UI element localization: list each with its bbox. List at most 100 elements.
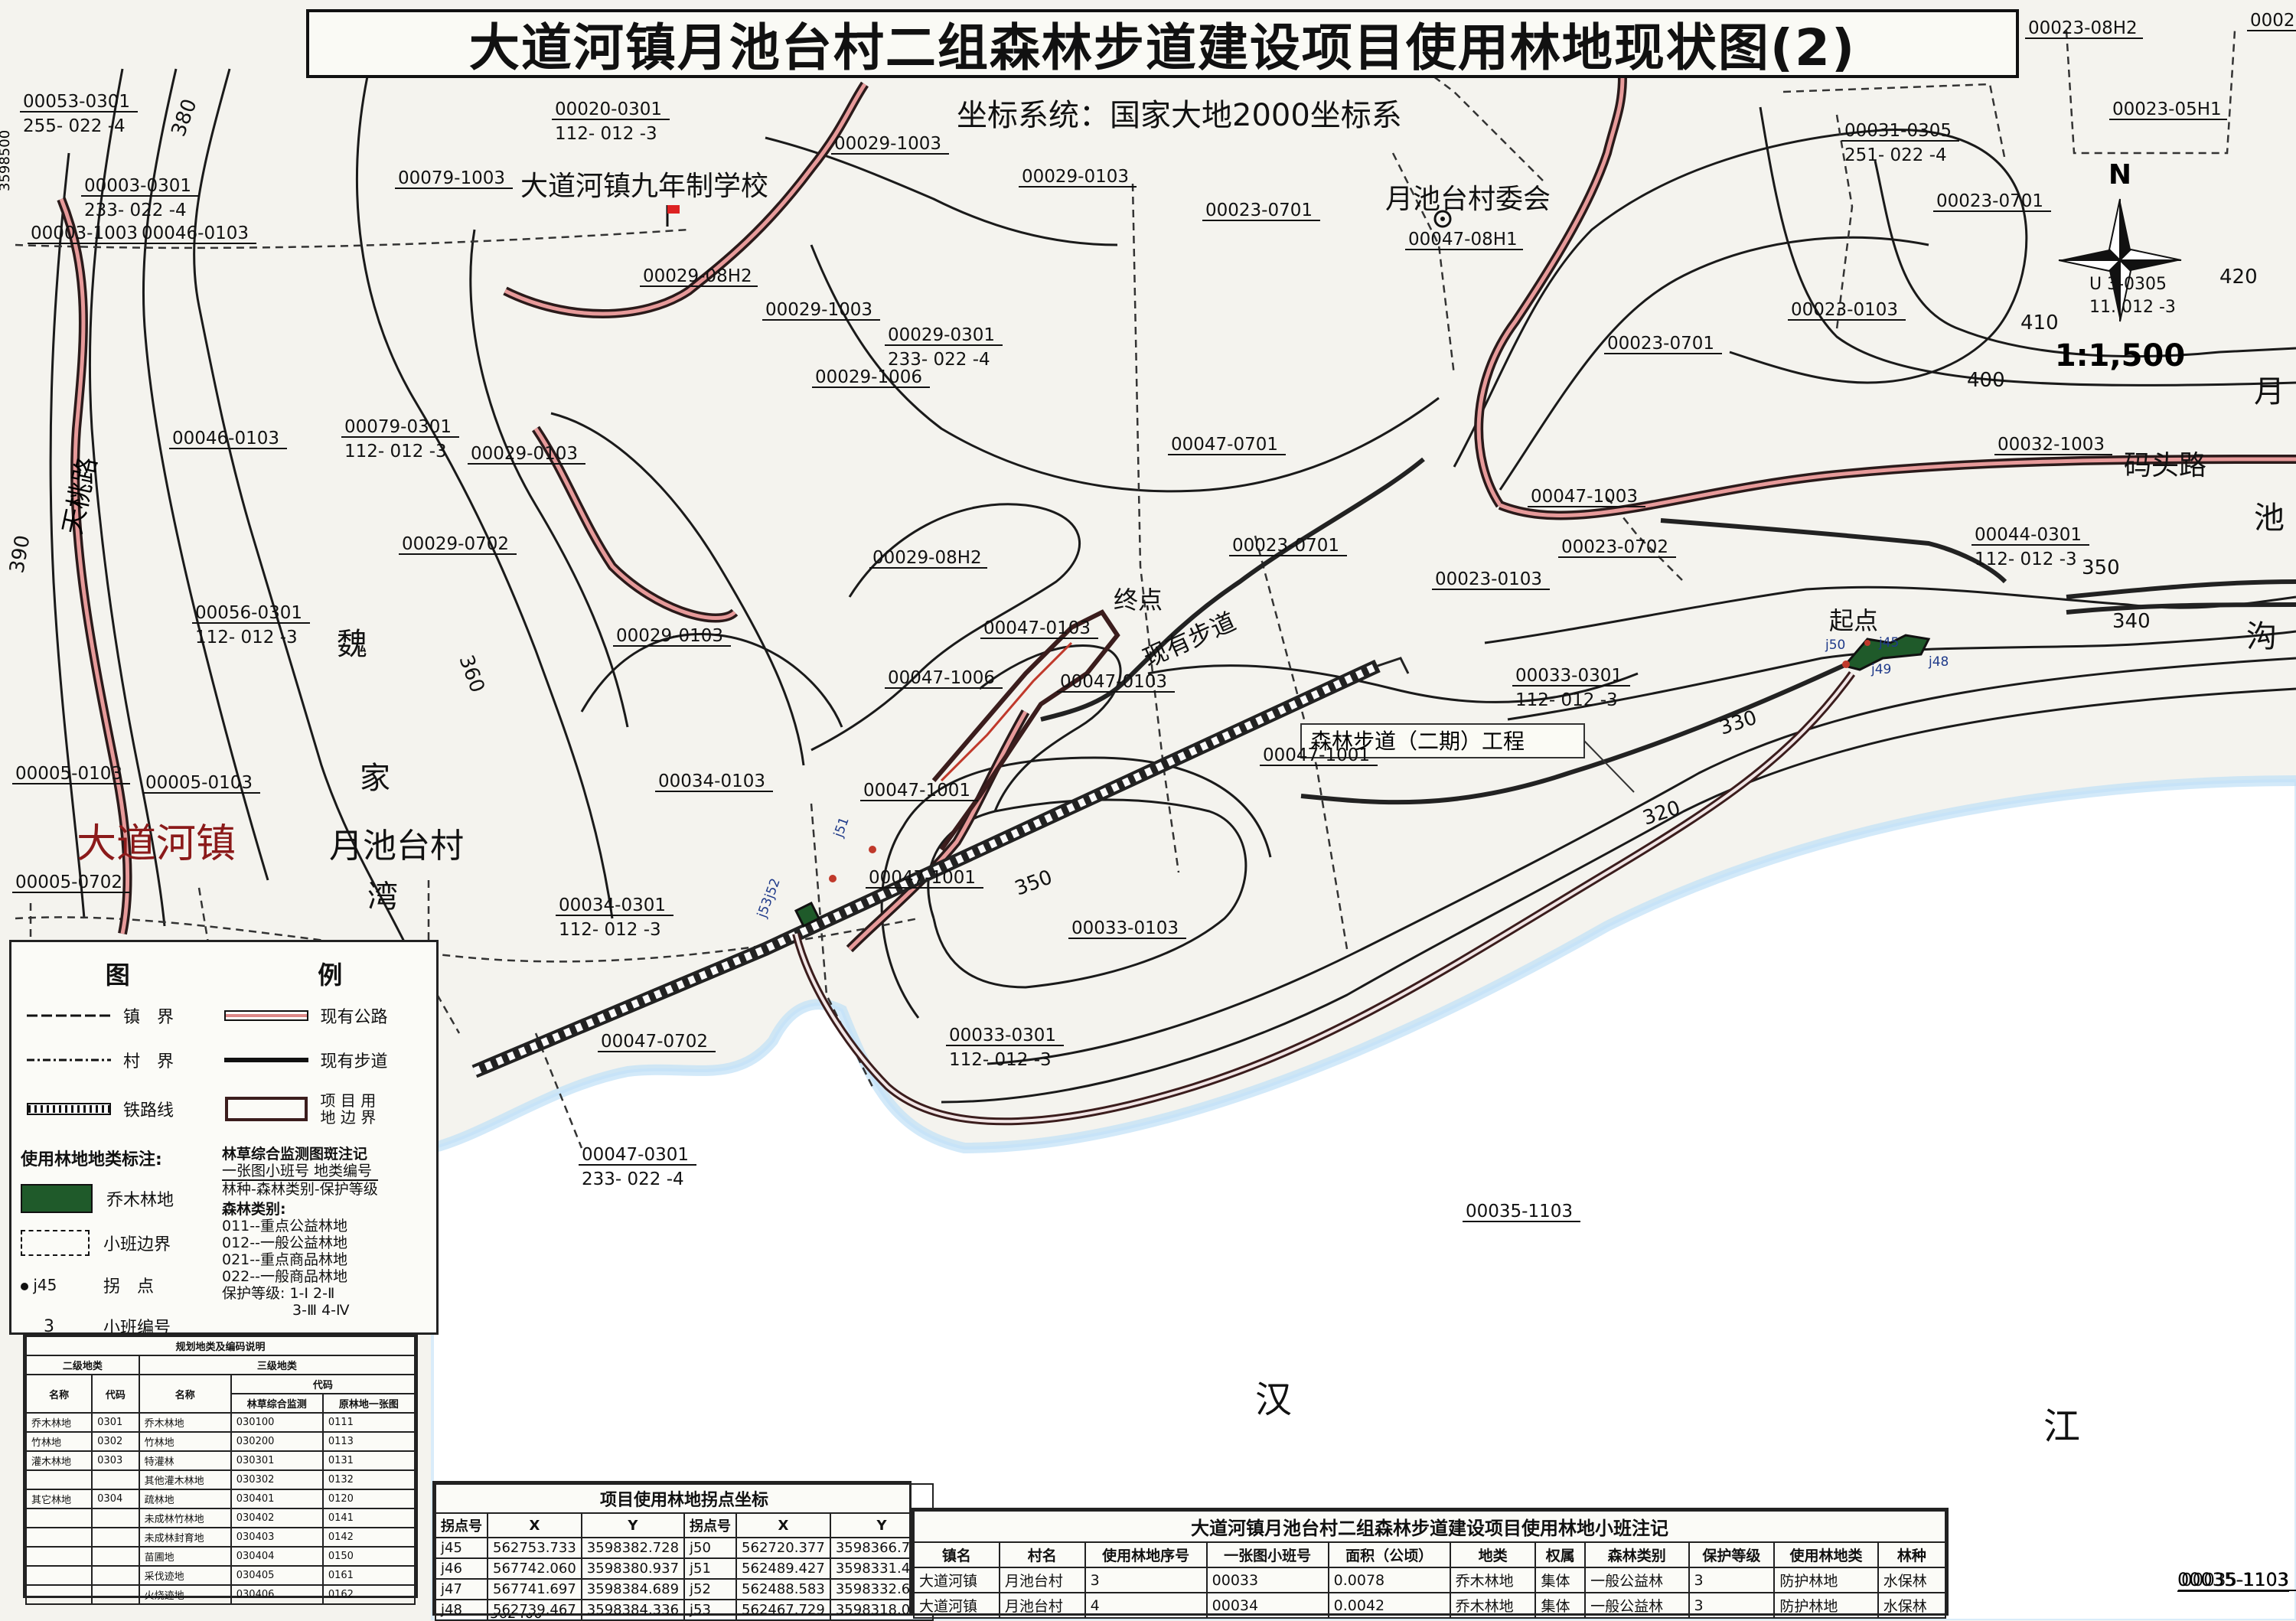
parcel-label: 00047-1006 [885, 668, 1003, 689]
svg-text:00023-0701: 00023-0701 [1232, 536, 1339, 556]
svg-text:00047-1003: 00047-1003 [1531, 487, 1638, 507]
place-school: 大道河镇九年制学校 [520, 171, 768, 202]
parcel-label: 00023-0701 [1933, 191, 2051, 212]
parcel-label: 00047-1001 [1260, 745, 1378, 766]
svg-text:j50: j50 [1825, 638, 1845, 653]
svg-text:00005-0103: 00005-0103 [15, 764, 122, 784]
svg-text:00034-0103: 00034-0103 [658, 771, 765, 791]
parcel-label: 00031-0305 251- 022 -4 [1841, 121, 1959, 165]
svg-text:350: 350 [1012, 866, 1055, 900]
subcompartment-table: 大道河镇月池台村二组森林步道建设项目使用林地小班注记 镇名村名使用林地序号一张图… [911, 1508, 1949, 1619]
parcel-label: 00029-08H2 [640, 266, 758, 287]
svg-text:112- 012 -3: 112- 012 -3 [1975, 550, 2077, 569]
svg-text:00029-0103: 00029-0103 [471, 444, 578, 464]
place-wei: 魏 [337, 627, 367, 662]
place-yue: 月 [2254, 374, 2285, 409]
svg-text:00023-05H1: 00023-05H1 [2112, 99, 2222, 119]
parcel-label: 00047-08H1 [1405, 230, 1523, 250]
parcel-label: 00047-1001 [866, 868, 983, 889]
place-village-committee: 月池台村委会 [1385, 184, 1551, 215]
svg-text:251- 022 -4: 251- 022 -4 [1844, 145, 1947, 165]
place-existing-trail: 现有步道 [1139, 607, 1240, 674]
existing-trail [1040, 457, 2296, 805]
legend-town-boundary: 镇 界 [27, 1008, 174, 1027]
parcel-label: 00047-1001 [860, 781, 978, 801]
parcel-label: 00023-05H1 [2109, 99, 2227, 120]
svg-text:00044-0301: 00044-0301 [1975, 525, 2082, 545]
place-town: 大道河镇 [77, 821, 236, 867]
parcel-label: 00029-1006 [812, 367, 930, 388]
svg-text:350: 350 [2082, 556, 2120, 579]
legend-turning-point: j45 拐 点 [21, 1273, 208, 1297]
svg-text:j51: j51 [831, 815, 853, 840]
svg-text:00035-1103: 00035-1103 [1466, 1202, 1573, 1221]
parcel-label: 00029-0103 [468, 444, 585, 465]
svg-text:112- 012 -3: 112- 012 -3 [555, 124, 657, 144]
legend-panel: 图 例 镇 界 现有公路 村 界 现有步道 铁路线 项 目 用 地 边 界 [9, 940, 439, 1338]
place-chi: 池 [2254, 501, 2285, 536]
svg-text:112- 012 -3: 112- 012 -3 [1515, 690, 1618, 710]
parcel-label: 00044-0301 112- 012 -3 [1971, 525, 2089, 569]
parcel-label: 00029-08H2 [869, 548, 987, 569]
svg-text:330: 330 [1717, 706, 1760, 740]
svg-text:00034-0301: 00034-0301 [559, 895, 666, 915]
legend-forest-note-title: 使用林地地类标注: [21, 1150, 162, 1169]
place-gou: 沟 [2246, 619, 2277, 654]
roads [57, 76, 2296, 953]
contour-lines [49, 68, 2296, 1104]
svg-text:00047-1001: 00047-1001 [1263, 745, 1370, 765]
svg-text:00023-1004: 00023-1004 [2250, 11, 2296, 31]
map-title: 大道河镇月池台村二组森林步道建设项目使用林地现状图(2) [306, 9, 2019, 78]
svg-text:00023-0702: 00023-0702 [1561, 537, 1668, 557]
forest-patches [794, 634, 1931, 928]
svg-text:00029-1006: 00029-1006 [815, 367, 922, 387]
svg-text:00023-0701: 00023-0701 [1936, 191, 2043, 211]
svg-text:11. 012 -3: 11. 012 -3 [2089, 298, 2176, 317]
svg-text:00031-0305: 00031-0305 [1844, 121, 1952, 141]
svg-text:112- 012 -3: 112- 012 -3 [195, 628, 298, 647]
svg-text:00047-0103: 00047-0103 [1060, 672, 1167, 692]
parcel-label: 00005-0103 [12, 764, 130, 784]
svg-text:00047-1006: 00047-1006 [888, 668, 995, 688]
north-arrow-icon [2058, 198, 2182, 322]
legend-xiaoban-boundary: 小班边界 [21, 1230, 208, 1256]
svg-text:00003-1003: 00003-1003 [31, 223, 138, 243]
project-label: 森林步道（二期）工程 [1300, 723, 1635, 793]
project-boundary [792, 609, 1856, 1126]
map-scale: 1:1,500 [2055, 338, 2185, 373]
svg-text:00029-0103: 00029-0103 [1022, 167, 1129, 187]
legend-qiaomu: 乔木林地 [21, 1184, 208, 1213]
svg-text:400: 400 [1967, 369, 2005, 392]
edge-coordinate-label: 3598500 [0, 130, 13, 191]
svg-text:j49: j49 [1870, 662, 1891, 677]
place-wan: 湾 [367, 879, 398, 915]
svg-text:00029-0103: 00029-0103 [616, 626, 723, 646]
svg-text:00046-0103: 00046-0103 [142, 223, 249, 243]
parcel-label: 00023-0701 [1202, 201, 1320, 221]
turning-point-labels: j51 j52 j45 j50 j48 j49 j53 [755, 635, 1949, 921]
svg-text:00056-0301: 00056-0301 [195, 603, 302, 623]
svg-text:00005-0702: 00005-0702 [15, 872, 122, 892]
svg-text:410: 410 [2020, 311, 2059, 334]
place-han: 汉 [1255, 1378, 1292, 1421]
svg-text:00047-1001: 00047-1001 [869, 868, 976, 888]
parcel-label: 00047-0702 [598, 1032, 716, 1052]
north-label: N [2108, 159, 2131, 191]
svg-text:00029-08H2: 00029-08H2 [872, 548, 982, 568]
svg-text:00079-1003: 00079-1003 [398, 168, 505, 188]
svg-text:00035-1103: 00035-1103 [2181, 1570, 2288, 1590]
